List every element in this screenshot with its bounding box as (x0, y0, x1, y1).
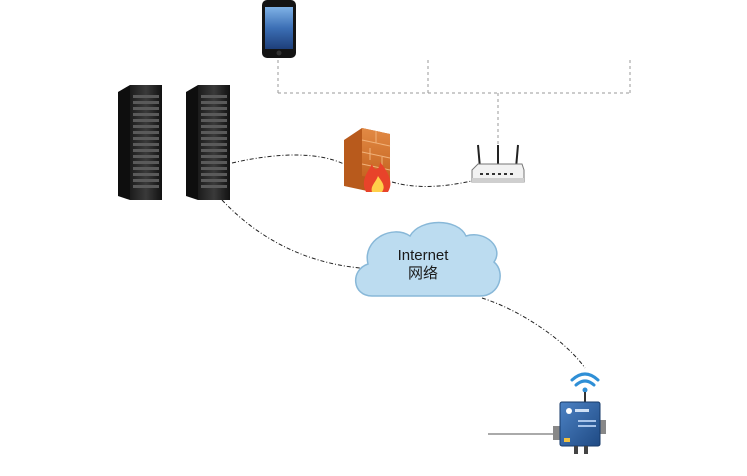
wifi-signal (570, 372, 600, 393)
wifi-signal-icon (570, 372, 600, 393)
server-to-firewall-link (231, 154, 347, 166)
server-to-cloud-link (221, 199, 361, 269)
cloud: Internet 网络 (354, 221, 501, 297)
server-rack-1 (118, 85, 162, 200)
cloud-to-device-link (481, 297, 586, 369)
server-rack-icon (118, 85, 162, 200)
cloud-label-line1: Internet (398, 247, 450, 264)
smartphone-icon (262, 0, 296, 58)
server-rack-icon (186, 85, 230, 200)
iot-device-icon (553, 392, 606, 454)
server-rack-2 (186, 85, 230, 200)
flame-icon (363, 162, 391, 192)
firewall (344, 128, 391, 192)
firewall-icon (344, 128, 391, 192)
dashed-network-tree (277, 60, 631, 170)
cloud-icon (354, 221, 501, 297)
connection-lines (221, 154, 586, 369)
router-icon (471, 144, 525, 183)
smartphone (262, 0, 296, 58)
cloud-label-line2: 网络 (408, 265, 438, 282)
wifi-router (471, 144, 525, 183)
firewall-to-router-link (391, 179, 477, 187)
serial-device (488, 392, 606, 454)
